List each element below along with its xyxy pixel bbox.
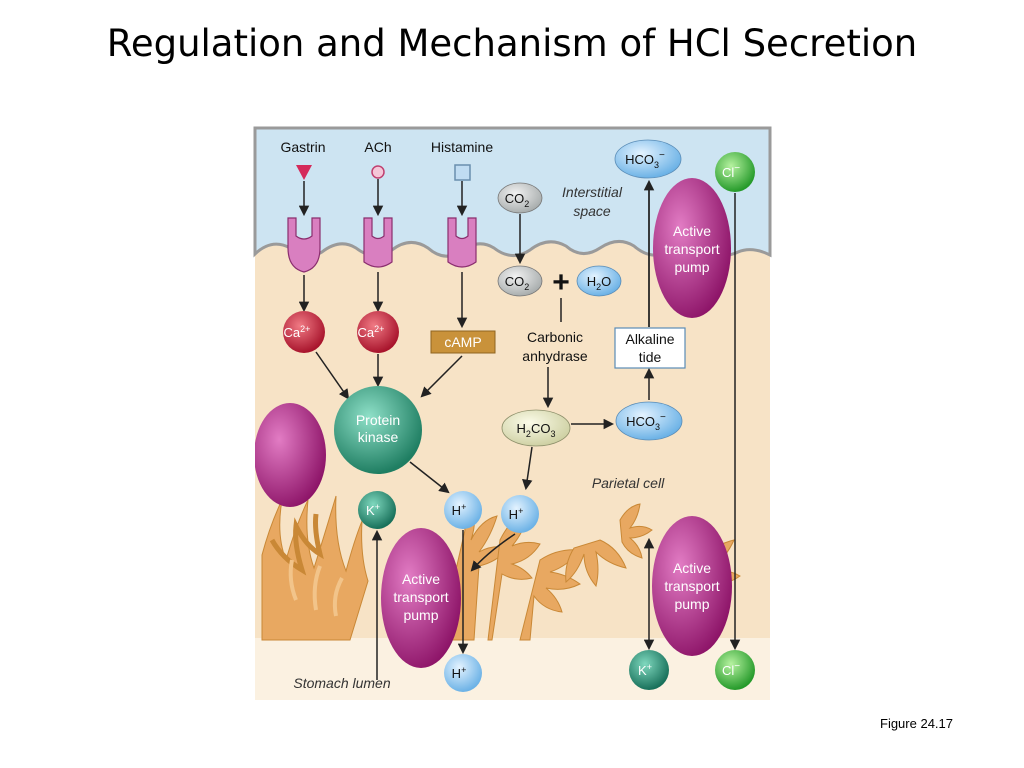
carbonic-anhydrase-label-1: Carbonic (527, 329, 583, 345)
interstitial-label-1: Interstitial (562, 184, 623, 200)
histamine-receptor (447, 217, 477, 268)
basolateral-active-transport-pump: Active transport pump (653, 178, 731, 318)
apical-active-transport-pump: Active transport pump (381, 528, 461, 668)
chloride-ion-lumen: Cl− (715, 650, 755, 690)
svg-text:K+: K+ (638, 662, 652, 678)
interstitial-label-2: space (573, 203, 611, 219)
svg-text:Cl−: Cl− (722, 163, 740, 180)
alkaline-tide-box: Alkaline tide (614, 327, 686, 369)
gastrin-receptor (287, 217, 321, 273)
hydrogen-ion-cell-1: H+ (444, 491, 482, 529)
svg-text:transport: transport (664, 578, 719, 594)
svg-text:Protein: Protein (356, 412, 400, 428)
ach-label: ACh (364, 139, 391, 155)
histamine-square-icon (454, 164, 471, 181)
svg-text:CO2: CO2 (505, 191, 530, 209)
gastrin-label: Gastrin (280, 139, 325, 155)
figure-caption: Figure 24.17 (880, 716, 953, 731)
basolateral-pump-partial (254, 403, 326, 507)
svg-text:H+: H+ (509, 506, 524, 522)
protein-kinase: Protein kinase (334, 386, 422, 474)
h2o-molecule: H2O (576, 265, 622, 297)
svg-text:Ca2+: Ca2+ (358, 324, 385, 340)
calcium-ion-2: Ca2+ (357, 311, 399, 353)
svg-text:pump: pump (674, 259, 709, 275)
svg-text:Active: Active (402, 571, 440, 587)
histamine-label: Histamine (431, 139, 493, 155)
stomach-lumen-label: Stomach lumen (293, 675, 390, 691)
svg-text:HCO3−: HCO3− (625, 150, 665, 170)
svg-text:H2CO3: H2CO3 (517, 421, 556, 439)
hydrogen-ion-lumen: H+ (444, 654, 482, 692)
ach-receptor (363, 217, 393, 268)
svg-text:Ca2+: Ca2+ (284, 324, 311, 340)
svg-text:pump: pump (674, 596, 709, 612)
gastrin-triangle-icon (296, 165, 312, 180)
potassium-ion-lumen: K+ (629, 650, 669, 690)
camp-box: cAMP (430, 330, 496, 354)
svg-text:tide: tide (639, 349, 662, 365)
svg-text:CO2: CO2 (505, 274, 530, 292)
svg-text:H+: H+ (452, 665, 467, 681)
hydrogen-ion-cell-2: H+ (501, 495, 539, 533)
potassium-ion-cell: K+ (358, 491, 396, 529)
carbonic-anhydrase-label-2: anhydrase (522, 348, 588, 364)
svg-text:Active: Active (673, 560, 711, 576)
svg-text:Cl−: Cl− (722, 661, 740, 678)
co2-interstitial: CO2 (497, 182, 543, 214)
svg-text:K+: K+ (366, 502, 380, 518)
calcium-ion-1: Ca2+ (283, 311, 325, 353)
hco3-cell: HCO3− (615, 401, 683, 441)
svg-text:H+: H+ (452, 502, 467, 518)
svg-text:cAMP: cAMP (444, 334, 481, 350)
plus-sign: + (552, 266, 570, 299)
svg-text:transport: transport (664, 241, 719, 257)
svg-text:kinase: kinase (358, 429, 399, 445)
svg-text:Alkaline: Alkaline (625, 331, 674, 347)
h2co3-molecule: H2CO3 (501, 409, 571, 447)
chloride-ion-interstitial: Cl− (715, 152, 755, 192)
svg-text:H2O: H2O (587, 274, 612, 292)
svg-text:pump: pump (403, 607, 438, 623)
svg-text:transport: transport (393, 589, 448, 605)
co2-cell: CO2 (497, 265, 543, 297)
apical-k-cl-transport-pump: Active transport pump (652, 516, 732, 656)
slide-title: Regulation and Mechanism of HCl Secretio… (106, 22, 918, 65)
ach-molecule-icon (371, 165, 385, 179)
parietal-cell-label: Parietal cell (592, 475, 665, 491)
hco3-interstitial: HCO3− (614, 139, 682, 179)
svg-text:HCO3−: HCO3− (626, 412, 666, 432)
svg-text:Active: Active (673, 223, 711, 239)
